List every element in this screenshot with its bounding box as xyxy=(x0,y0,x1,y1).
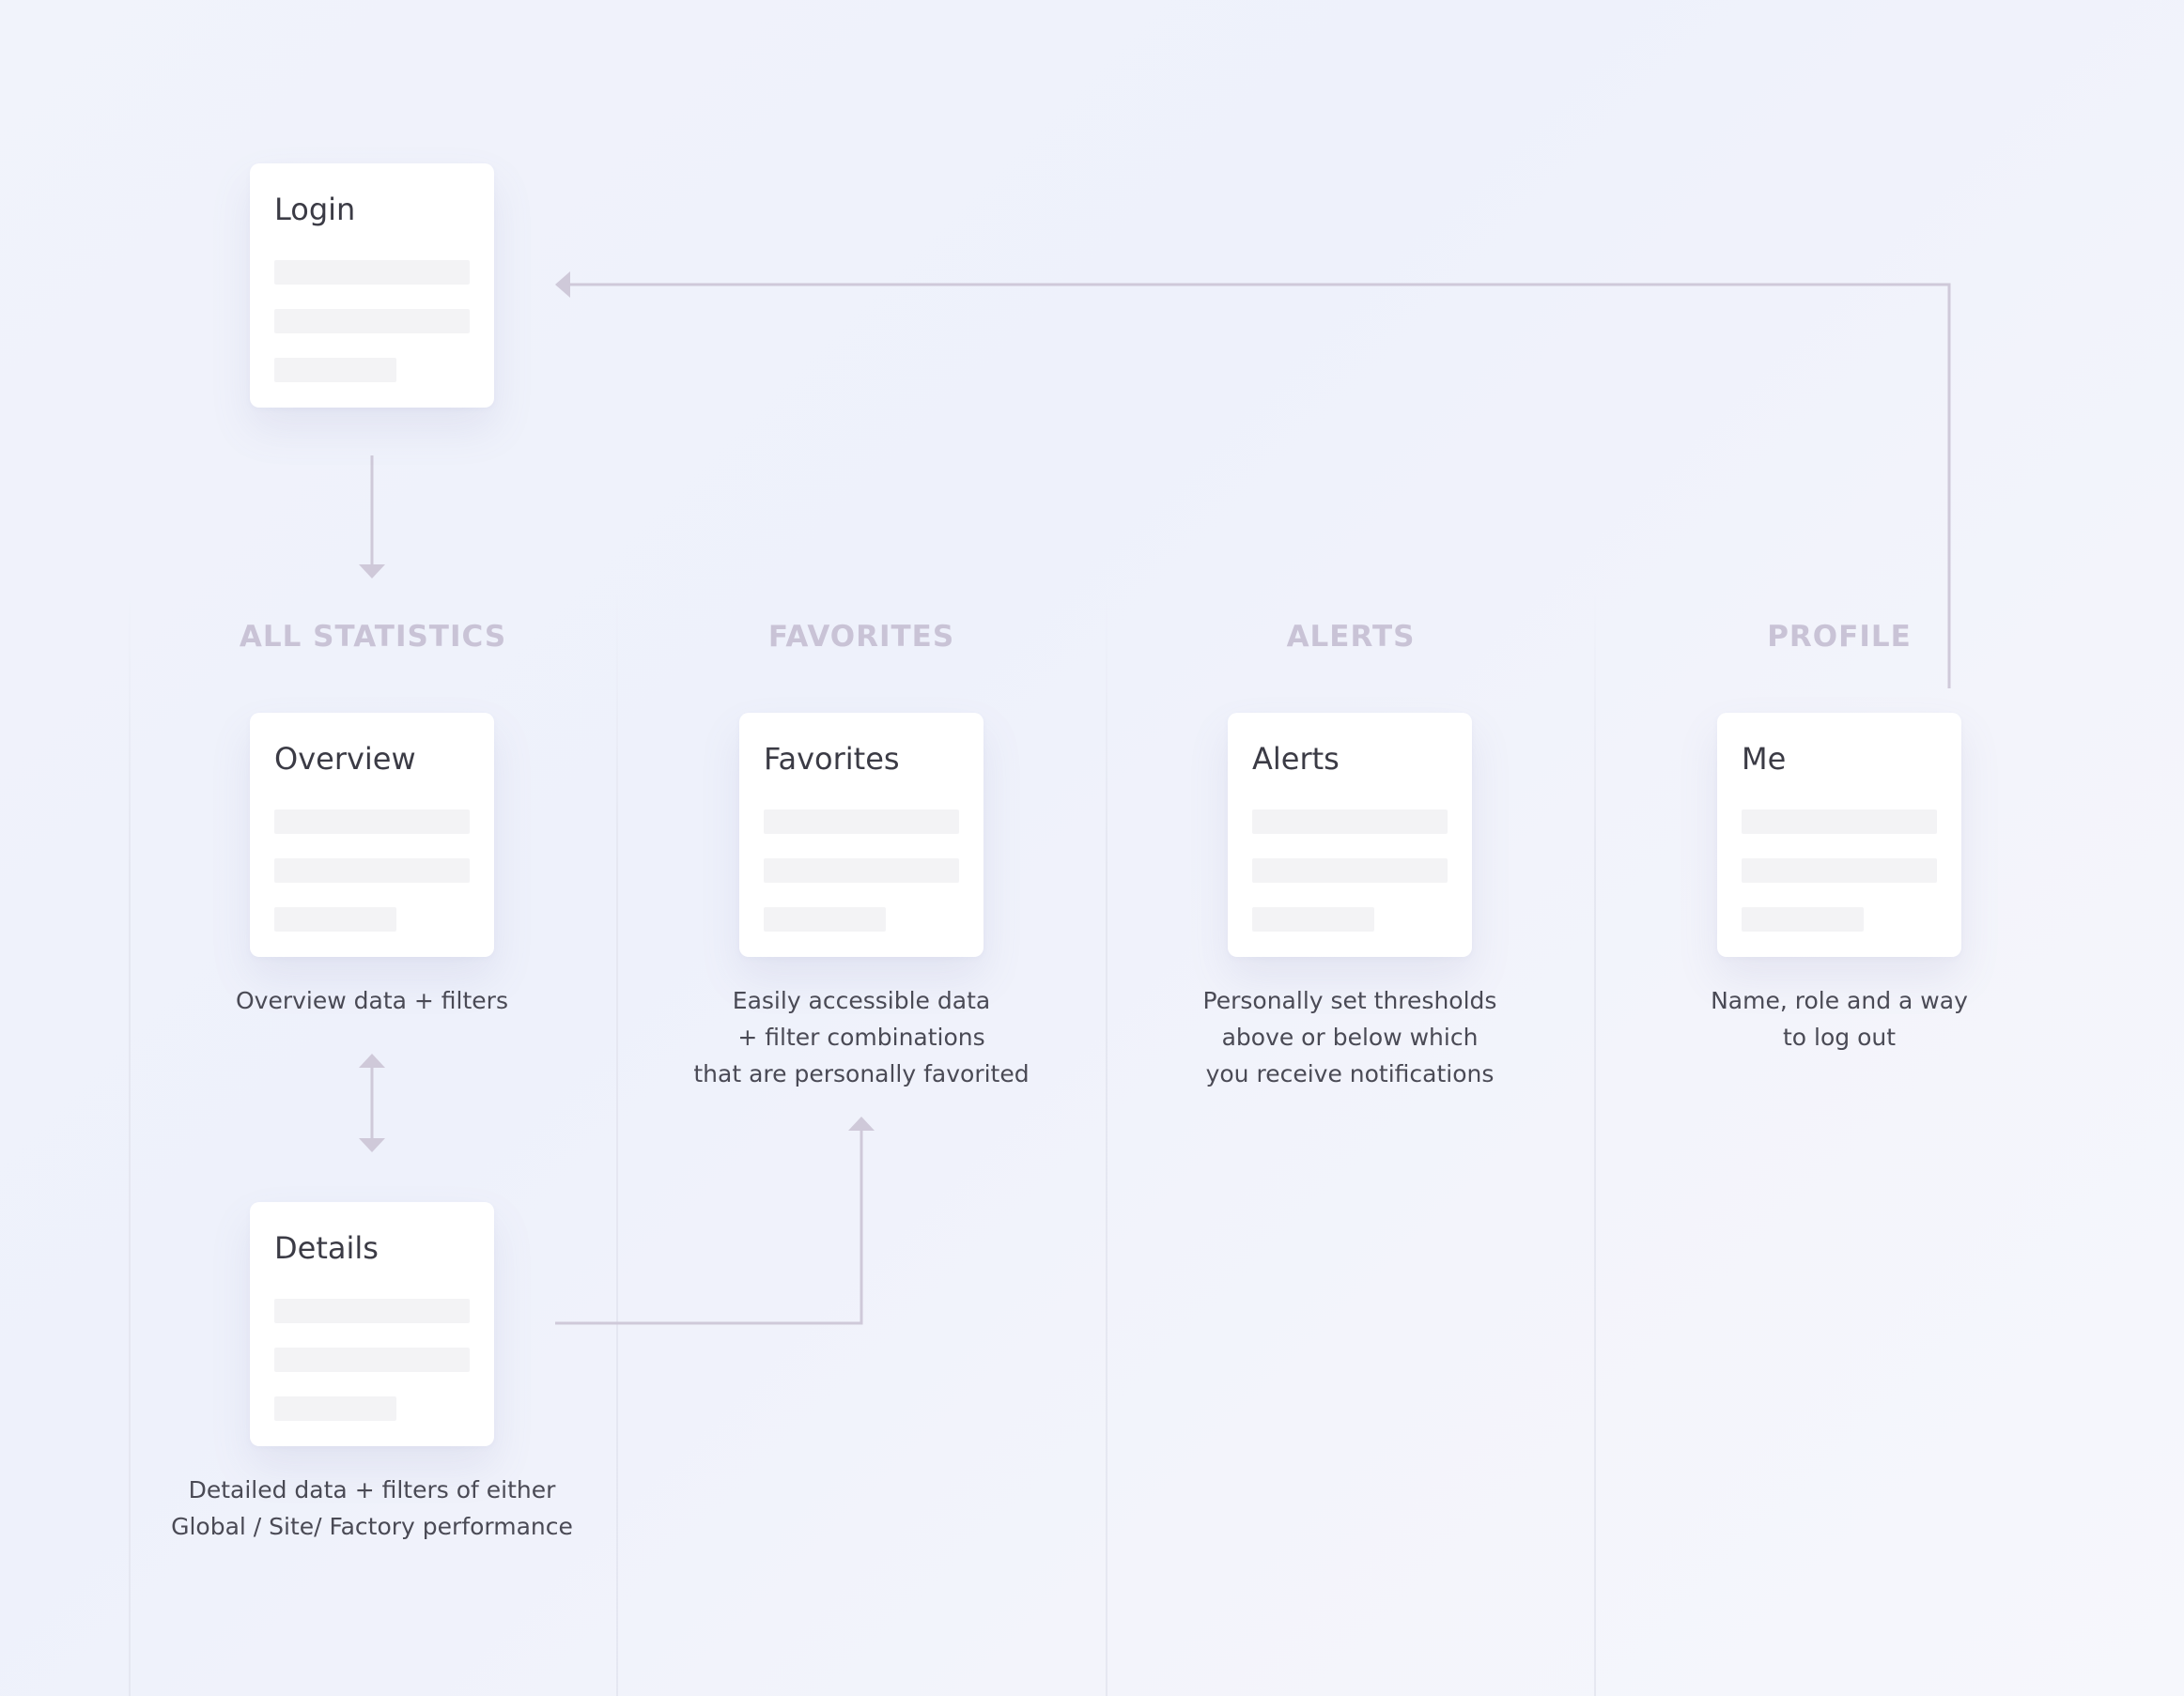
alerts-description: Personally set thresholds above or below… xyxy=(1134,982,1566,1092)
card-title: Alerts xyxy=(1252,741,1340,777)
column-header-alerts: ALERTS xyxy=(1286,620,1416,654)
placeholder-bar xyxy=(1252,809,1448,834)
placeholder-bar xyxy=(764,809,959,834)
login-card: Login xyxy=(250,163,494,408)
connector-profile-to-login xyxy=(565,283,1951,688)
description-line: Detailed data + filters of either xyxy=(188,1476,556,1503)
card-title: Me xyxy=(1742,741,1787,777)
description-line: that are personally favorited xyxy=(693,1060,1030,1087)
description-line: above or below which xyxy=(1221,1024,1479,1051)
description-line: Easily accessible data xyxy=(732,987,991,1014)
placeholder-bar xyxy=(274,858,470,883)
placeholder-bar xyxy=(764,858,959,883)
card-title: Details xyxy=(274,1230,379,1266)
column-header-favorites: FAVORITES xyxy=(767,620,955,654)
column-divider xyxy=(129,592,131,1696)
card-title: Login xyxy=(274,192,356,227)
column-header-profile: PROFILE xyxy=(1767,620,1912,654)
column-divider xyxy=(616,592,618,1696)
arrowhead-down xyxy=(359,1138,385,1152)
placeholder-bar xyxy=(274,1348,470,1372)
placeholder-bar xyxy=(1252,907,1374,932)
description-line: + filter combinations xyxy=(737,1024,985,1051)
placeholder-bar xyxy=(274,1299,470,1323)
arrowhead-up xyxy=(359,1054,385,1068)
description-line: to log out xyxy=(1782,1024,1897,1051)
placeholder-bar xyxy=(274,309,470,333)
card-title: Favorites xyxy=(764,741,900,777)
description-line: you receive notifications xyxy=(1205,1060,1495,1087)
alerts-card: Alerts xyxy=(1228,713,1472,957)
placeholder-bar xyxy=(1742,858,1937,883)
placeholder-bar xyxy=(1742,809,1937,834)
description-line: Name, role and a way xyxy=(1711,987,1968,1014)
overview-description: Overview data + filters xyxy=(156,982,588,1019)
details-card: Details xyxy=(250,1202,494,1446)
placeholder-bar xyxy=(274,1396,396,1421)
column-header-all-statistics: ALL STATISTICS xyxy=(239,620,507,654)
placeholder-bar xyxy=(1742,907,1864,932)
placeholder-bar xyxy=(1252,858,1448,883)
connector-details-to-favorites xyxy=(555,1127,863,1325)
column-divider xyxy=(1594,592,1596,1696)
placeholder-bar xyxy=(274,907,396,932)
column-divider xyxy=(1106,592,1107,1696)
arrowhead-left xyxy=(555,271,570,298)
description-line: Global / Site/ Factory performance xyxy=(171,1513,573,1540)
placeholder-bar xyxy=(274,809,470,834)
description-line: Overview data + filters xyxy=(236,987,508,1014)
placeholder-bar xyxy=(274,358,396,382)
favorites-card: Favorites xyxy=(739,713,984,957)
favorites-description: Easily accessible data + filter combinat… xyxy=(645,982,1077,1092)
description-line: Personally set thresholds xyxy=(1202,987,1497,1014)
card-title: Overview xyxy=(274,741,416,777)
details-description: Detailed data + filters of either Global… xyxy=(156,1472,588,1545)
me-card: Me xyxy=(1717,713,1961,957)
placeholder-bar xyxy=(274,260,470,285)
arrowhead-up xyxy=(848,1117,875,1131)
placeholder-bar xyxy=(764,907,886,932)
me-description: Name, role and a way to log out xyxy=(1623,982,2055,1056)
overview-card: Overview xyxy=(250,713,494,957)
arrowhead-down xyxy=(359,564,385,578)
